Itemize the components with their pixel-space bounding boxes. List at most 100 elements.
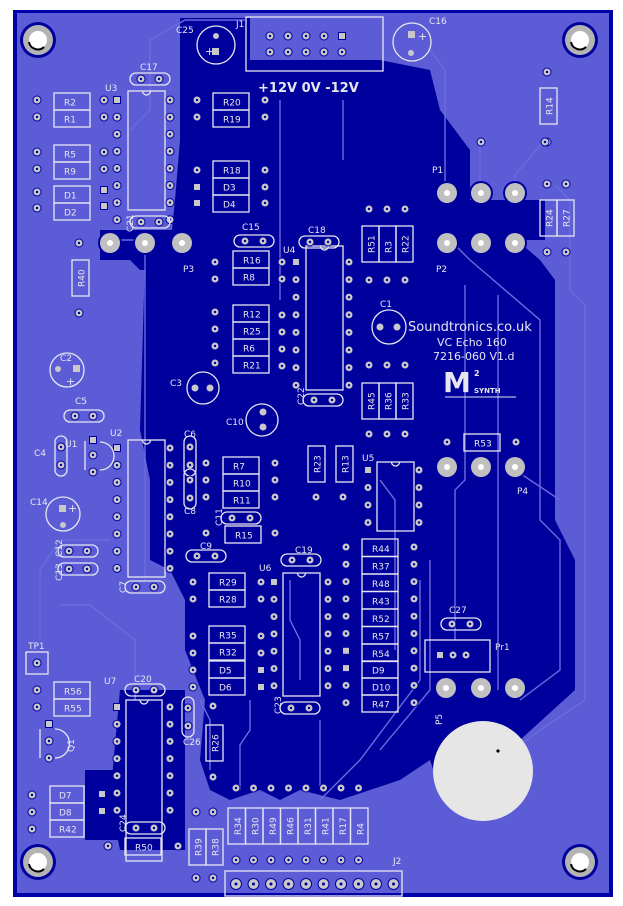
svg-text:+: + [205, 45, 214, 58]
label-C17: C17 [140, 63, 158, 73]
label-R43: R43 [372, 597, 390, 607]
regulator-u1[interactable]: U1 [65, 436, 115, 477]
pad-square [339, 33, 345, 39]
capacitor-c25[interactable]: + C25 [176, 25, 236, 65]
label-J1: J1 [235, 20, 244, 30]
connector-j1[interactable]: J1 [235, 16, 384, 72]
capacitor-c19[interactable]: C19 [280, 546, 322, 567]
label-R56: R56 [64, 688, 82, 698]
title-block: Soundtronics.co.uk VC Echo 160 7216-060 … [408, 320, 532, 399]
resistor-r9[interactable]: R9 [53, 161, 91, 180]
label-C1: C1 [380, 300, 392, 310]
resistor-r14[interactable]: R14 [539, 87, 558, 125]
resistor-r33[interactable]: R33 [395, 382, 414, 420]
diode-d2[interactable]: D2 [53, 202, 91, 221]
diode-d6[interactable]: D6 [208, 677, 246, 696]
resistor-r53[interactable]: R53 [463, 433, 501, 452]
label-R50: R50 [135, 844, 153, 854]
capacitor-c11[interactable]: C11 [215, 508, 262, 526]
resistor-r38[interactable]: R38 [205, 828, 224, 866]
label-C3: C3 [170, 379, 182, 389]
diode-d4[interactable]: D4 [212, 194, 250, 213]
label-R14: R14 [546, 97, 556, 115]
connector-j2[interactable]: J2 [224, 857, 403, 897]
test-point-tp1[interactable]: TP1 [25, 642, 49, 675]
mounting-hole [562, 22, 598, 58]
resistor-r15[interactable]: R15 [224, 525, 262, 544]
capacitor-c12[interactable]: C12 [55, 539, 99, 558]
traces [39, 19, 586, 801]
resistor-r55[interactable]: R55 [53, 698, 91, 717]
capacitor-c20[interactable]: C20 [124, 675, 166, 697]
capacitor-c14[interactable]: + C14 [30, 496, 81, 532]
capacitor-c10[interactable]: C10 [226, 403, 279, 437]
resistor-r32[interactable]: R32 [208, 642, 246, 661]
capacitor-c1[interactable]: C1 [371, 300, 407, 345]
capacitor-c16[interactable]: + C16 [392, 17, 447, 62]
capacitor-c23[interactable]: C23 [274, 696, 321, 715]
resistor-r8[interactable]: R8 [232, 267, 270, 286]
resistor-r27[interactable]: R27 [556, 199, 575, 237]
svg-text:+: + [418, 30, 427, 43]
pot-p5-knob[interactable]: P5 [433, 714, 533, 821]
capacitor-c3[interactable]: C3 [170, 371, 220, 405]
resistor-r21[interactable]: R21 [232, 355, 270, 374]
resistor-r26[interactable]: R26 [205, 724, 224, 762]
resistor-r40[interactable]: R40 [71, 259, 90, 297]
transistor-q1[interactable]: Q1 [39, 720, 77, 763]
capacitor-c17[interactable]: C17 [129, 63, 171, 86]
resistor-r11[interactable]: R11 [222, 490, 260, 509]
capacitor-c24[interactable]: C24 [119, 814, 166, 835]
capacitor-c4[interactable]: C4 [34, 435, 68, 477]
logo-m: M [443, 366, 471, 399]
label-C8: C8 [184, 507, 196, 517]
pad-square [114, 704, 120, 710]
resistor-r28[interactable]: R28 [208, 589, 246, 608]
ic-u5[interactable]: U5 [362, 454, 424, 532]
ic-u4[interactable]: U4 [283, 245, 354, 391]
capacitor-c15[interactable]: C15 [233, 223, 275, 248]
capacitor-c22[interactable]: C22 [297, 387, 344, 407]
label-Q1lbl: U1 [65, 440, 77, 450]
pad-square [293, 259, 299, 265]
resistor-r50[interactable]: R50 [124, 837, 162, 856]
pad-square [99, 808, 105, 814]
ic-u2[interactable]: U2 [110, 429, 175, 578]
capacitor-c5[interactable]: C5 [63, 397, 105, 423]
label-C18: C18 [308, 226, 326, 236]
label-R44: R44 [372, 545, 390, 555]
resistor-r47[interactable]: R47 [361, 694, 399, 713]
label-R17: R17 [339, 817, 349, 835]
label-R31: R31 [304, 817, 314, 835]
resistor-r1[interactable]: R1 [53, 109, 91, 128]
resistor-r22[interactable]: R22 [395, 225, 414, 263]
capacitor-c2[interactable]: + C2 [49, 352, 85, 388]
mounting-hole [20, 22, 56, 58]
label-P3: P3 [183, 265, 194, 275]
capacitor-c18[interactable]: C18 [298, 226, 340, 249]
label-C19: C19 [295, 546, 313, 556]
resistor-r42[interactable]: R42 [49, 819, 85, 838]
resistor-r23[interactable]: R23 [307, 445, 326, 483]
ic-u6[interactable]: U6 [259, 564, 333, 697]
resistor-r19[interactable]: R19 [212, 109, 250, 128]
capacitor-c8[interactable]: C8 [183, 468, 197, 517]
label-J2: J2 [392, 857, 401, 867]
capacitor-c6[interactable]: C6 [183, 430, 197, 477]
capacitor-c26[interactable]: C26 [181, 696, 201, 748]
label-R11: R11 [233, 497, 251, 507]
resistor-r4[interactable]: R4 [349, 807, 369, 845]
label-R33: R33 [402, 392, 412, 410]
resistor-r13[interactable]: R13 [335, 445, 354, 483]
capacitor-c9[interactable]: C9 [185, 542, 227, 563]
ic-u7[interactable]: U7 [104, 677, 175, 862]
capacitor-c13[interactable]: C13 [55, 562, 99, 581]
label-D7: D7 [59, 792, 72, 802]
connector-pr1[interactable]: Pr1 [424, 639, 510, 673]
capacitor-c7[interactable]: C7 [119, 580, 166, 594]
pad-square [101, 187, 107, 193]
label-U3: U3 [105, 84, 117, 94]
capacitor-c27[interactable]: C27 [440, 606, 482, 631]
capacitor-c21[interactable]: C21 [126, 214, 171, 232]
